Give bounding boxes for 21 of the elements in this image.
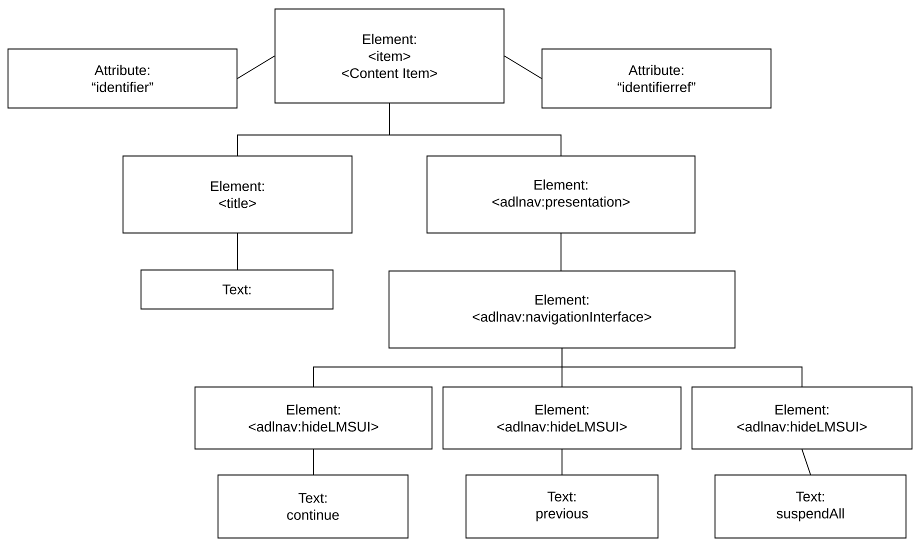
connector-line	[560, 233, 562, 271]
text-box: Text:	[140, 270, 334, 310]
connector-line	[237, 233, 238, 270]
attribute-box: Attribute: “identifierref”	[542, 48, 772, 108]
text-box: Text: continue	[218, 474, 408, 538]
element-box: Element: <item> <Content Item>	[274, 8, 504, 104]
attribute-box: Attribute: “identifier”	[8, 48, 238, 108]
element-box: Element: <adlnav:presentation>	[426, 156, 696, 234]
element-box: Element: <adlnav:hideLMSUI>	[692, 386, 912, 450]
text-box: Text: previous	[466, 474, 658, 538]
connector-line	[802, 449, 811, 475]
text-box: Text: suspendAll	[714, 474, 906, 538]
element-box: Element: <adlnav:hideLMSUI>	[194, 386, 432, 450]
connector-line	[313, 449, 314, 475]
connector-line	[389, 103, 562, 156]
element-box: Element: <adlnav:navigationInterface>	[388, 270, 736, 348]
element-box: Element: <adlnav:hideLMSUI>	[442, 386, 682, 450]
element-box: Element: <title>	[122, 156, 352, 234]
connector-line	[237, 56, 275, 79]
connector-line	[504, 56, 542, 79]
connector-line	[562, 348, 802, 387]
